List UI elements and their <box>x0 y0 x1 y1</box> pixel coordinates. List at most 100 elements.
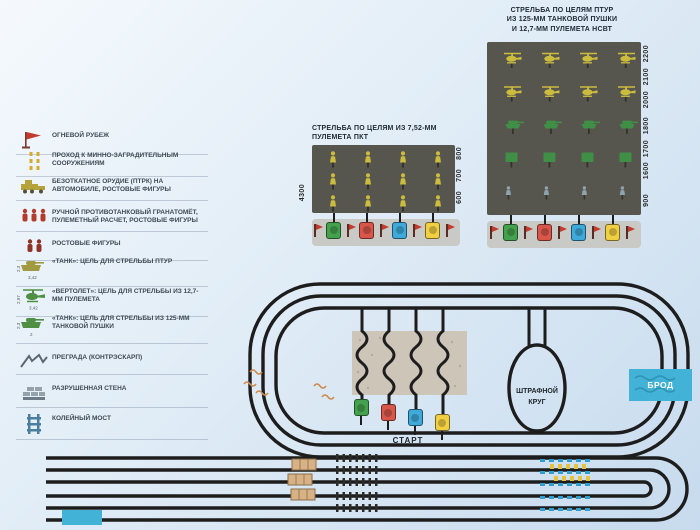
main-targets <box>503 52 638 200</box>
svg-text:2,97: 2,97 <box>16 295 21 304</box>
legend-label: КОЛЕЙНЫЙ МОСТ <box>52 415 111 422</box>
penalty-loop <box>507 308 567 433</box>
red-flag-icon <box>380 224 390 237</box>
tank-icon <box>537 215 552 241</box>
legend-item-rpg-crew: РУЧНОЙ ПРОТИВОТАНКОВЫЙ ГРАНАТОМЁТ, ПУЛЕМ… <box>16 207 208 232</box>
counterscarp-icon <box>16 352 52 370</box>
svg-text:2,3: 2,3 <box>16 322 21 329</box>
red-flag-icon <box>413 224 423 237</box>
tie-obstacle <box>336 466 380 474</box>
tank-icon <box>605 215 620 241</box>
svg-text:3,42: 3,42 <box>29 306 38 311</box>
legend-label: БЕЗОТКАТНОЕ ОРУДИЕ (ПТРК) НА АВТОМОБИЛЕ,… <box>52 178 171 194</box>
red-flag-icon <box>314 224 324 237</box>
ford-area <box>629 369 692 401</box>
legend-label: РАЗРУШЕННАЯ СТЕНА <box>52 385 127 392</box>
water-dash-marking <box>540 471 594 474</box>
start-tank-icon <box>381 404 396 430</box>
tank-icon <box>326 213 341 239</box>
legend-item-figures: РОСТОВЫЕ ФИГУРЫ <box>16 238 208 261</box>
distance-label: 800 <box>456 147 463 160</box>
legend-item-recoilless-gun: БЕЗОТКАТНОЕ ОРУДИЕ (ПТРК) НА АВТОМОБИЛЕ,… <box>16 176 208 201</box>
legend-label: ОГНЕВОЙ РУБЕЖ <box>52 132 110 139</box>
pkt-range-title: СТРЕЛЬБА ПО ЦЕЛЯМ ИЗ 7,52-ММ ПУЛЕМЕТА ПК… <box>312 125 437 142</box>
legend-item-tank-125-target: 2,3 2 «ТАНК»: ЦЕЛЬ ДЛЯ СТРЕЛЬБЫ ИЗ 125-М… <box>16 313 208 344</box>
red-flag-icon <box>347 224 357 237</box>
yellow-dash-marking <box>550 464 586 469</box>
serpentine-section <box>352 309 467 419</box>
pkt-targets <box>330 151 441 212</box>
distance-label: 900 <box>643 194 650 207</box>
water-dash-marking <box>540 508 594 511</box>
distance-label: 2000 <box>643 91 650 109</box>
distance-label: 600 <box>456 191 463 204</box>
figures-icon <box>16 238 52 256</box>
legend-label: РОСТОВЫЕ ФИГУРЫ <box>52 240 121 247</box>
rpg-crew-icon <box>16 207 52 227</box>
water-dash-marking <box>540 496 594 499</box>
tank-125-target-icon: 2,3 2 <box>16 313 52 339</box>
legend-item-counterscarp: ПРЕГРАДА (КОНТРЭСКАРП) <box>16 352 208 375</box>
svg-text:2: 2 <box>30 332 33 337</box>
start-tank-icon <box>408 409 423 435</box>
mine-passage-icon <box>16 150 52 172</box>
tie-obstacle <box>336 504 380 512</box>
main-range-title: СТРЕЛЬБА ПО ЦЕЛЯМ ПТУР ИЗ 125-ММ ТАНКОВО… <box>506 7 618 33</box>
start-label: СТАРТ <box>392 436 424 445</box>
distance-label: 4300 <box>299 184 306 202</box>
start-tank-icon <box>354 399 369 425</box>
legend-item-track-bridge: КОЛЕЙНЫЙ МОСТ <box>16 413 208 440</box>
distance-label: 700 <box>456 169 463 182</box>
tie-obstacle <box>336 478 380 486</box>
marsh-marks <box>243 369 335 400</box>
red-flag-icon <box>558 226 568 239</box>
distance-label: 2100 <box>643 68 650 86</box>
gun-vehicle-icon <box>16 176 52 196</box>
red-flag-icon <box>446 224 456 237</box>
tank-ptur-target-icon: 2,3 3,42 <box>16 256 52 282</box>
legend-item-mine-passage: ПРОХОД К МИННО-ЗАГРАДИТЕЛЬНЫМ СООРУЖЕНИЯ… <box>16 150 208 177</box>
track-bridges <box>287 458 317 501</box>
ruined-wall-icon <box>16 383 52 403</box>
red-flag-icon <box>592 226 602 239</box>
legend-label: РУЧНОЙ ПРОТИВОТАНКОВЫЙ ГРАНАТОМЁТ, ПУЛЕМ… <box>52 209 198 225</box>
red-flag-icon <box>626 226 636 239</box>
track-bridge-icon <box>16 413 52 435</box>
distance-label: 1700 <box>643 140 650 158</box>
penalty-circle-label: ШТРАФНОЙ КРУГ <box>516 388 558 406</box>
main-range-panel <box>487 42 641 215</box>
water-dash-marking <box>540 459 594 462</box>
legend-item-ruined-wall: РАЗРУШЕННАЯ СТЕНА <box>16 383 208 408</box>
legend-item-firing-line: ОГНЕВОЙ РУБЕЖ <box>16 130 208 155</box>
water-patch <box>62 510 102 525</box>
legend-item-helicopter-target: 2,97 3,42 «ВЕРТОЛЕТ»: ЦЕЛЬ ДЛЯ СТРЕЛЬБЫ … <box>16 286 208 317</box>
legend-label: ПРЕГРАДА (КОНТРЭСКАРП) <box>52 354 143 361</box>
legend-item-tank-ptur-target: 2,3 3,42 «ТАНК»: ЦЕЛЬ ДЛЯ СТРЕЛЬБЫ ПТУР <box>16 256 208 287</box>
pkt-range-panel <box>312 145 455 213</box>
track-oval-loops <box>248 282 690 459</box>
legend-label: «ТАНК»: ЦЕЛЬ ДЛЯ СТРЕЛЬБЫ ПТУР <box>52 258 173 265</box>
svg-text:2,3: 2,3 <box>16 265 21 272</box>
tank-icon <box>392 213 407 239</box>
ford-label: БРОД <box>647 380 674 390</box>
flag-icon <box>16 130 52 150</box>
svg-text:3,42: 3,42 <box>28 275 37 280</box>
distance-label: 2200 <box>643 45 650 63</box>
tie-obstacle <box>336 454 380 462</box>
legend-label: ПРОХОД К МИННО-ЗАГРАДИТЕЛЬНЫМ СООРУЖЕНИЯ… <box>52 152 179 168</box>
water-dash-marking <box>540 483 594 486</box>
pkt-firing-line <box>312 213 460 246</box>
yellow-dash-marking <box>554 476 590 481</box>
tank-icon <box>359 213 374 239</box>
tank-icon <box>503 215 518 241</box>
track-bottom-straights <box>46 456 689 522</box>
legend-label: «ТАНК»: ЦЕЛЬ ДЛЯ СТРЕЛЬБЫ ИЗ 125-ММ ТАНК… <box>52 315 190 331</box>
red-flag-icon <box>490 226 500 239</box>
tank-icon <box>425 213 440 239</box>
red-flag-icon <box>524 226 534 239</box>
helicopter-target-icon: 2,97 3,42 <box>16 286 52 312</box>
tie-obstacle <box>336 492 380 500</box>
distance-label: 1600 <box>643 162 650 180</box>
